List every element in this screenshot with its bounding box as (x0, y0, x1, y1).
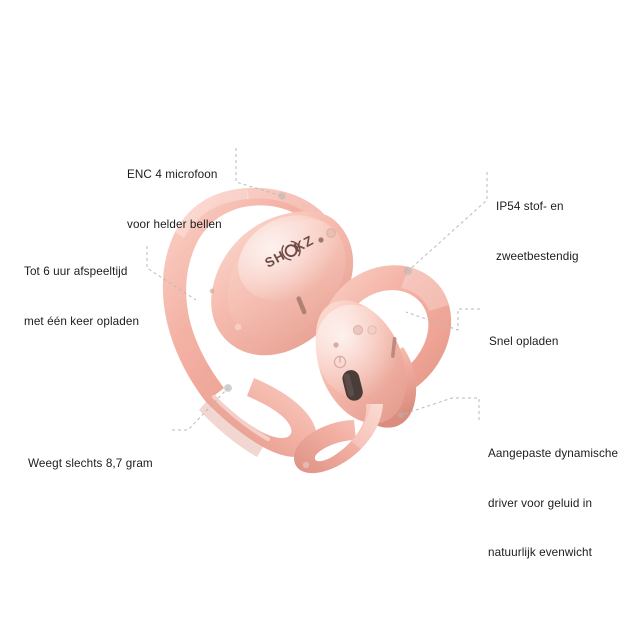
callout-enc-line-2: voor helder bellen (127, 217, 222, 231)
right-earbud-mic-hole-3 (367, 325, 377, 335)
callout-playtime-line-2: met één keer opladen (24, 314, 140, 328)
left-earbud-lower-arm (206, 378, 317, 457)
left-earbud-pod: SH KZ (209, 211, 354, 356)
right-earbud-mic-hole-2 (353, 325, 363, 335)
callout-playtime-line-1: Tot 6 uur afspeeltijd (24, 265, 128, 278)
right-earbud-speaker-slot (391, 337, 397, 358)
callout-enc-microphone: ENC 4 microfoon voor helder bellen (127, 134, 222, 266)
right-earbud-lower-arm (294, 404, 383, 474)
callout-ip54-line-2: zweetbestendig (496, 249, 579, 263)
leader-line-ip54 (407, 172, 488, 272)
right-earbud-hook (317, 265, 452, 404)
callout-driver-line-3: natuurlijk evenwicht (488, 546, 592, 559)
right-earbud-tip-dot (302, 461, 310, 469)
callout-driver-line-1: Aangepaste dynamische (488, 447, 619, 460)
left-earbud-mic-hole (318, 237, 324, 243)
right-earbud-power-icon (333, 355, 347, 369)
left-earbud-sensor-dot (326, 228, 336, 238)
leader-anchor-enc (278, 192, 286, 200)
callout-playtime: Tot 6 uur afspeeltijd met één keer oplad… (24, 231, 139, 363)
left-earbud: SH KZ (162, 187, 354, 457)
callout-driver-line-2: driver voor geluid in (488, 496, 593, 510)
callout-fast-charging: Snel opladen (489, 301, 558, 384)
callout-enc-line-1: ENC 4 microfoon (127, 168, 218, 181)
left-earbud-lower-dot (234, 323, 242, 331)
callout-ip54-line-1: IP54 stof- en (496, 200, 564, 213)
callout-fast-line-1: Snel opladen (489, 335, 559, 348)
callout-ip54-rating: IP54 stof- en zweetbestendig (496, 166, 579, 298)
leader-lines (146, 148, 488, 431)
right-earbud (294, 265, 452, 474)
leader-line-playtime (146, 246, 197, 301)
callout-weight: Weegt slechts 8,7 gram (28, 423, 153, 506)
callout-dynamic-driver: Aangepaste dynamische driver voor geluid… (488, 413, 618, 595)
leader-line-weight (172, 387, 229, 431)
callout-weight-line-1: Weegt slechts 8,7 gram (28, 457, 153, 470)
right-earbud-mic-hole-1 (333, 342, 339, 348)
left-earbud-speaker-slot (296, 296, 307, 315)
leader-line-fast (405, 308, 480, 331)
leader-line-enc (235, 148, 283, 197)
